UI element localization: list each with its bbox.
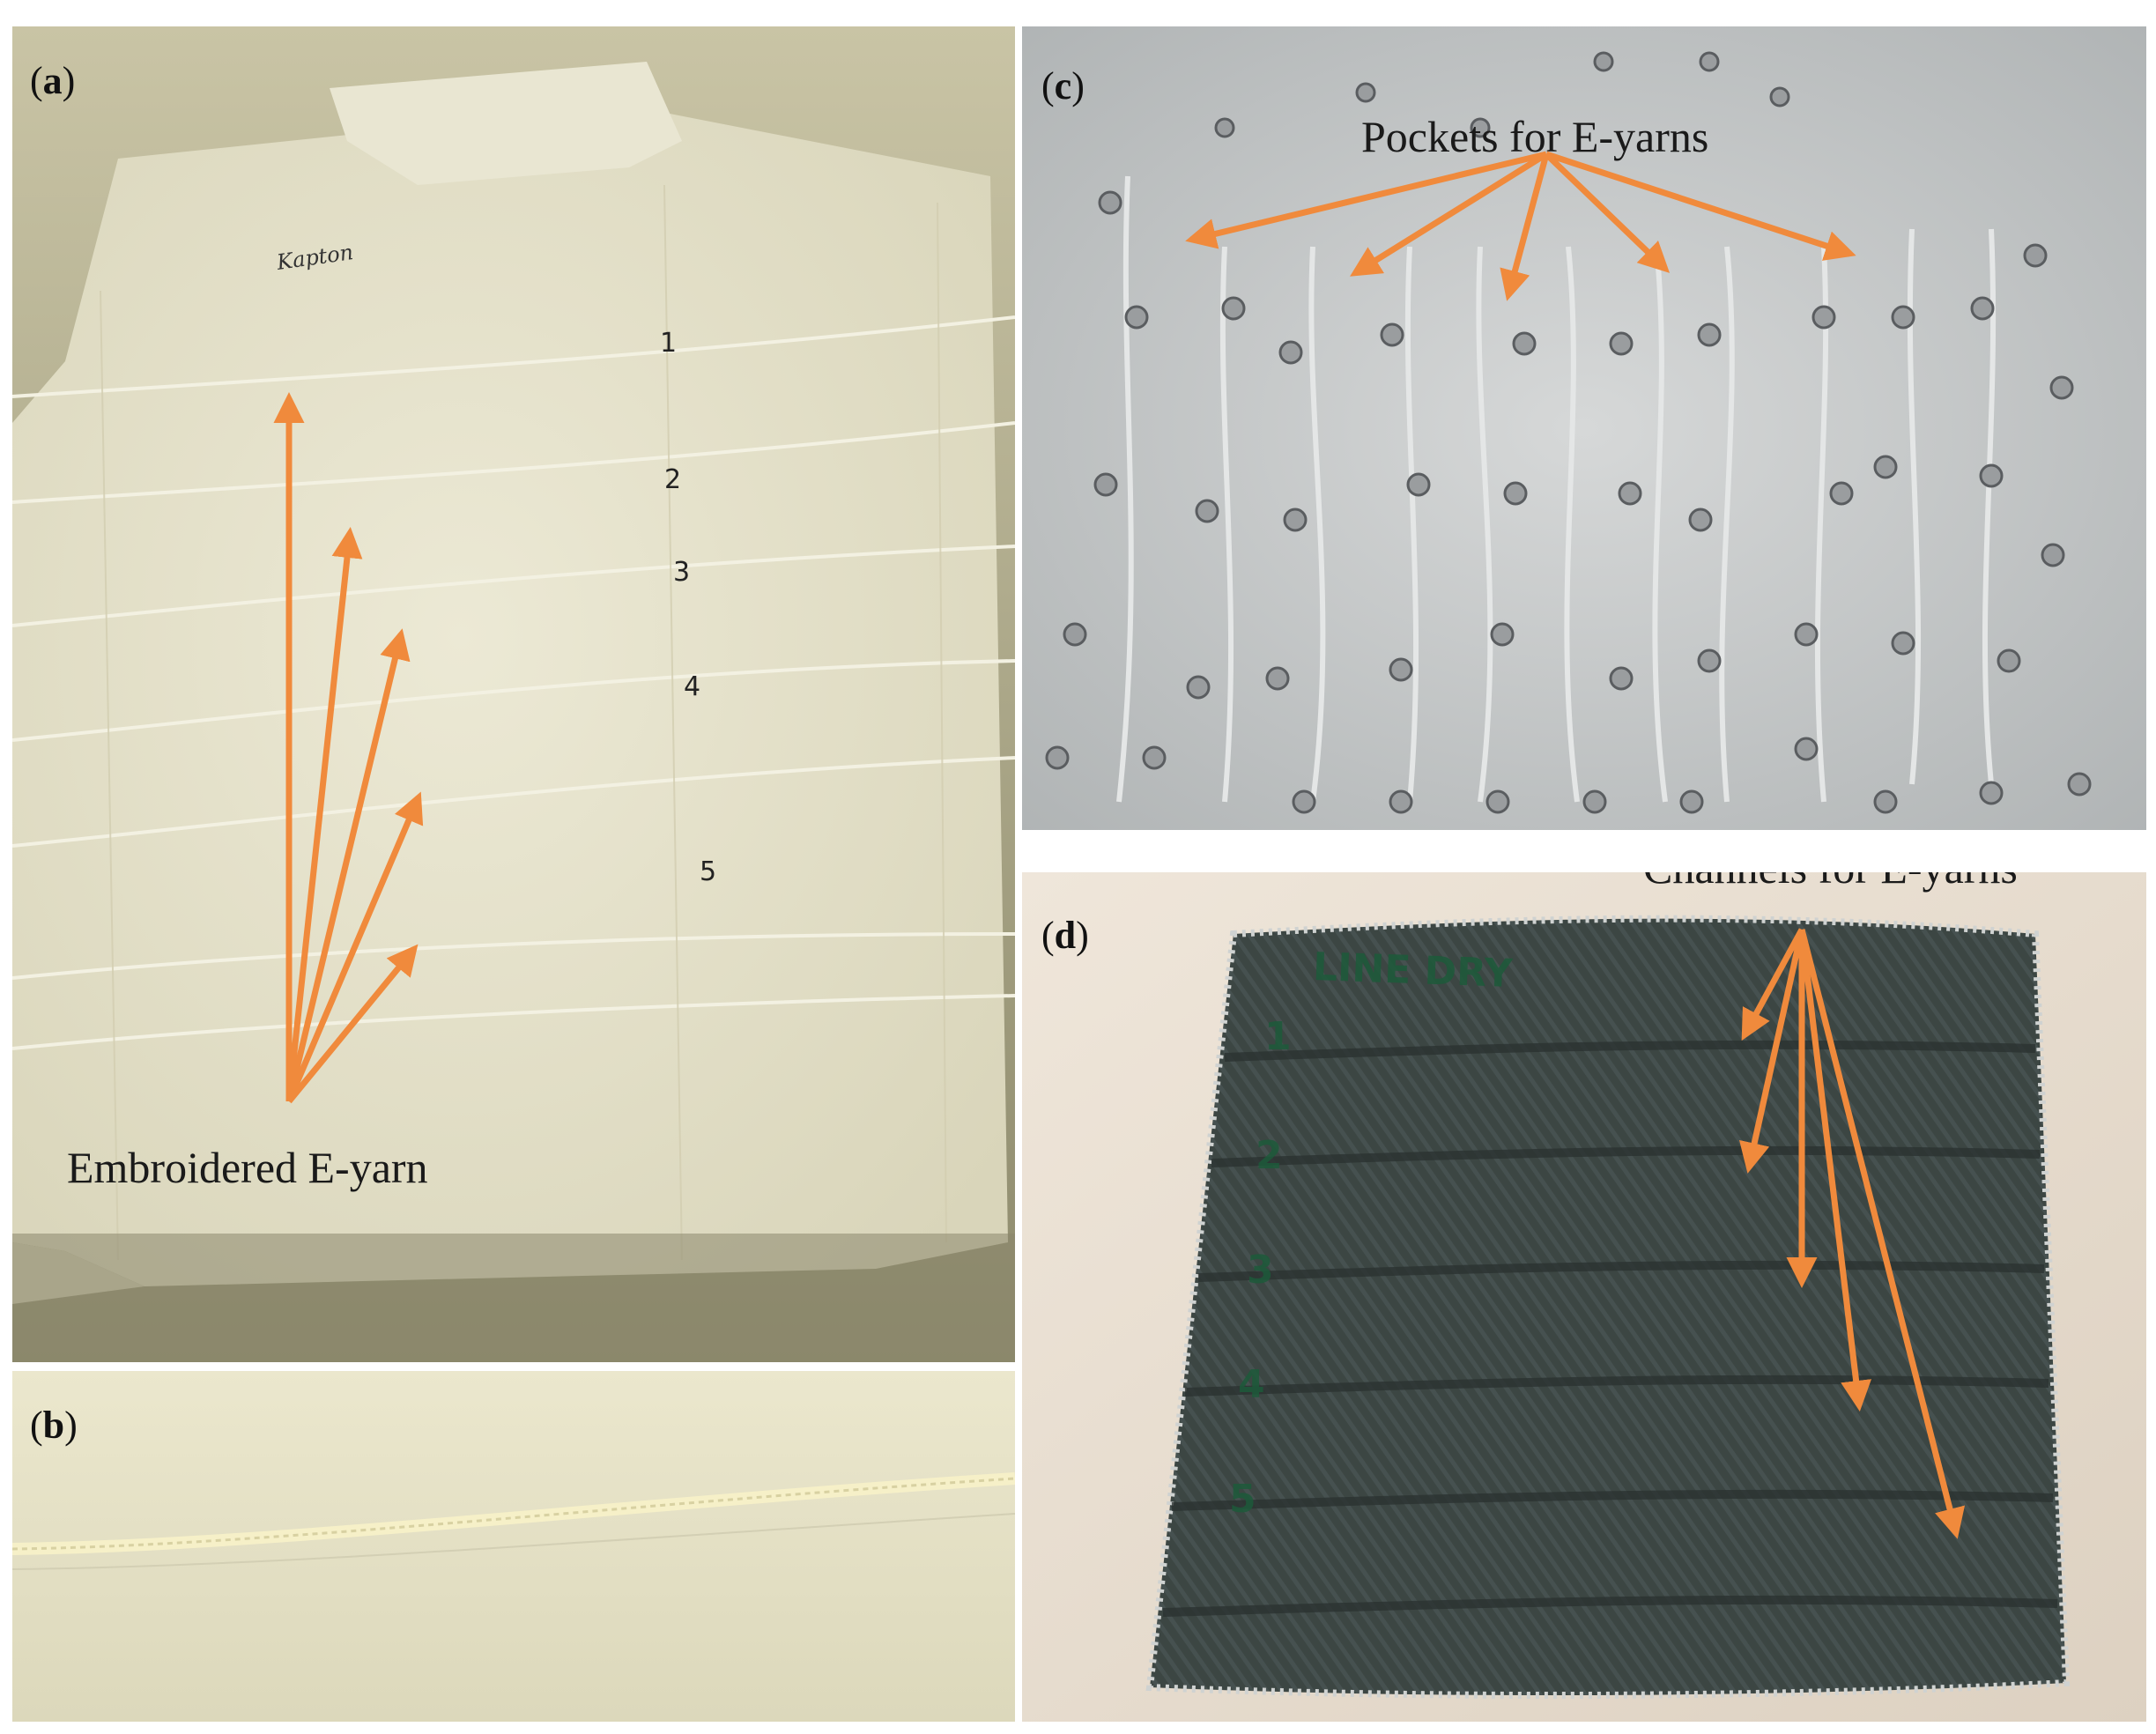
sample-number-1: 1 [1264,1014,1292,1059]
panel-b-photo: (b) [12,1371,1015,1722]
sample-number-5: 5 [1229,1477,1256,1522]
shirt-marker-2: 2 [664,464,682,495]
yarn-closeup-photo [12,1371,1015,1722]
panel-c-photo: (c) Pockets for E-yarns [1022,26,2146,830]
embroidered-caption: Embroidered E-yarn [67,1143,428,1192]
line-dry-label: LINE DRY [1312,945,1514,997]
shirt-marker-3: 3 [673,557,691,588]
panel-d-label: (d) [1041,914,1089,957]
pockets-caption: Pockets for E-yarns [1361,112,1709,161]
channels-photo [1022,872,2146,1722]
sample-number-3: 3 [1247,1248,1274,1293]
panel-a-photo: (a) Kapton 1 2 3 4 5 Embroidered E-yarn [12,26,1015,1362]
channels-caption: Channels for E-yarns [1643,872,2018,890]
sample-number-4: 4 [1238,1362,1265,1407]
panel-c-label: (c) [1041,64,1085,107]
shirt-marker-4: 4 [684,671,701,702]
sample-number-2: 2 [1256,1133,1283,1178]
shirt-photo [12,26,1015,1362]
panel-a-label: (a) [30,59,76,102]
panel-b-label: (b) [30,1404,78,1447]
shirt-marker-5: 5 [700,856,717,887]
panel-d-photo: (d) LINE DRY 1 2 3 4 5 Channels for E-ya… [1022,872,2146,1722]
shirt-marker-1: 1 [660,328,678,359]
